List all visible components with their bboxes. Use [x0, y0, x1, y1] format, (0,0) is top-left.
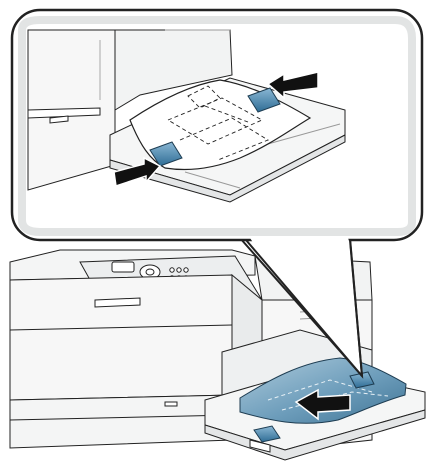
paper-cassette: [10, 395, 232, 448]
